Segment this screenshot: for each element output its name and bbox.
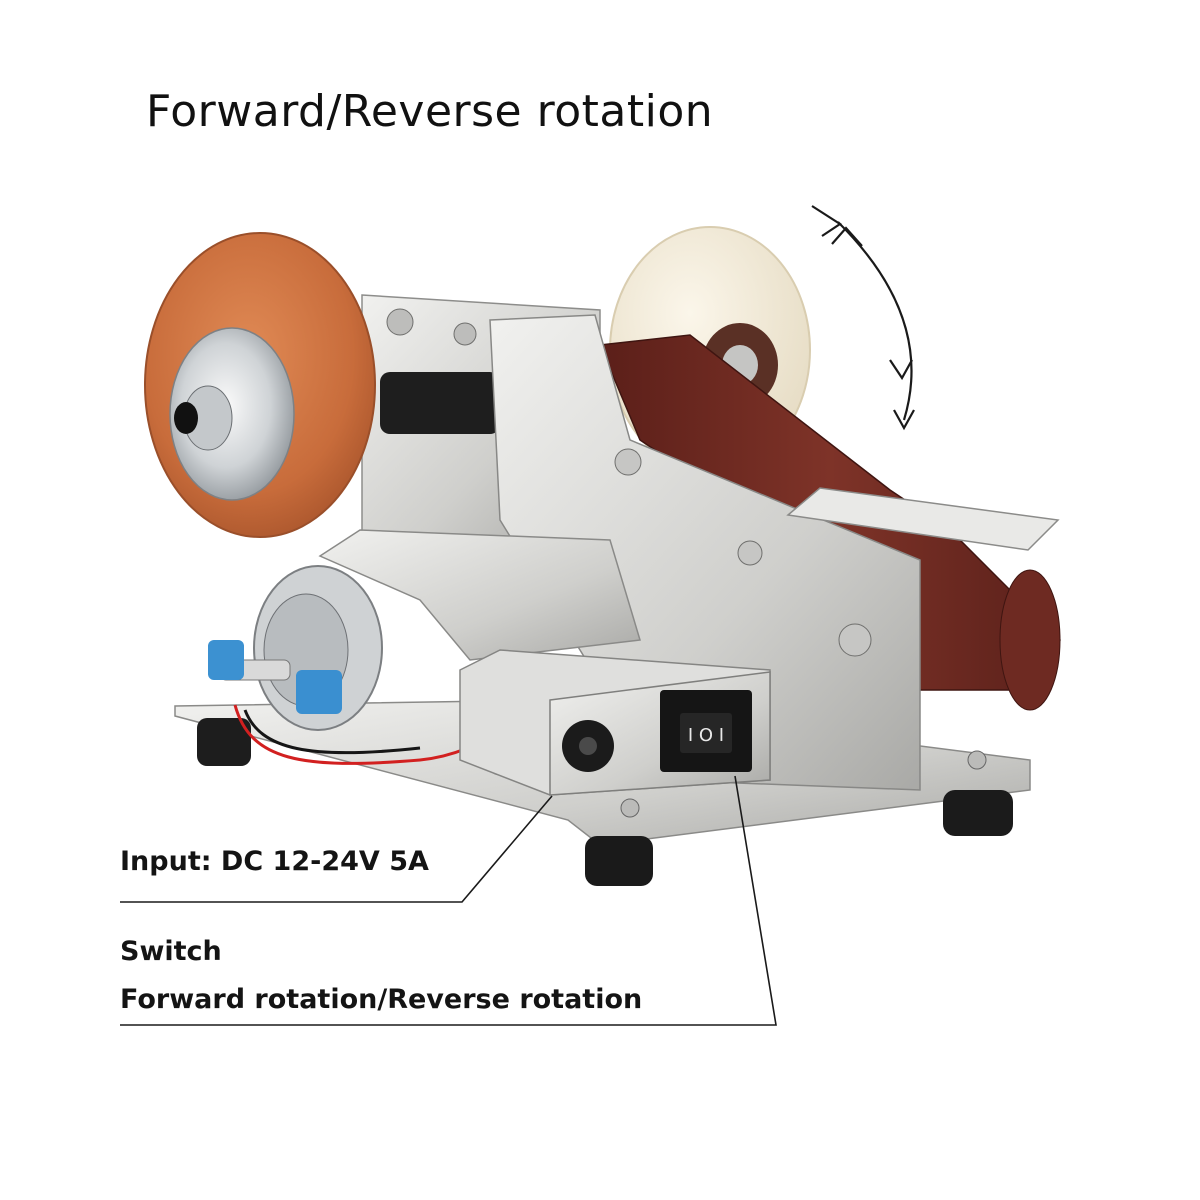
motor-cap-left bbox=[208, 640, 244, 680]
control-box: I O I bbox=[459, 649, 771, 796]
switch-marking: I O I bbox=[688, 725, 724, 746]
page-title: Forward/Reverse rotation bbox=[146, 86, 714, 137]
orange-grinding-wheel bbox=[144, 232, 376, 538]
dc-motor bbox=[208, 565, 541, 765]
rotation-arrow-icon bbox=[811, 205, 915, 431]
input-spec-label: Input: DC 12-24V 5A bbox=[120, 846, 429, 877]
switch-description: Forward rotation/Reverse rotation bbox=[120, 984, 643, 1015]
motor-cap-right bbox=[296, 670, 342, 714]
tool-rest bbox=[786, 487, 1060, 551]
drive-shaft bbox=[380, 372, 500, 434]
callout-leaders bbox=[120, 775, 777, 1026]
motor-shroud bbox=[318, 529, 641, 661]
switch-label: Switch bbox=[120, 936, 222, 967]
